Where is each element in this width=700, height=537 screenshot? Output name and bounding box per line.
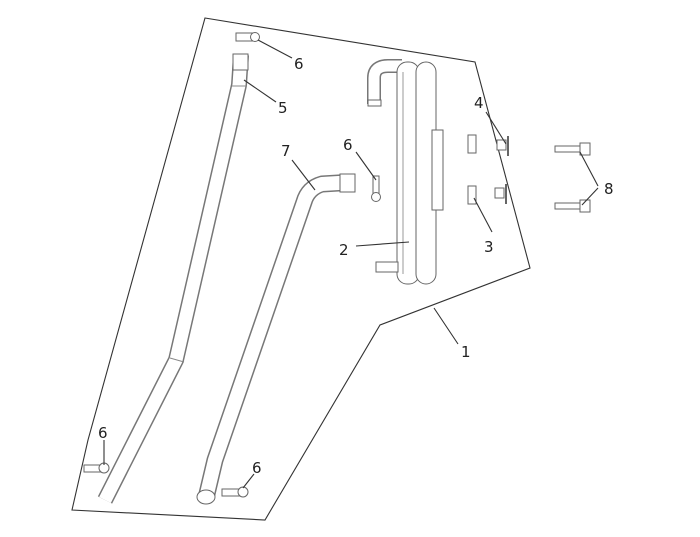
callout-4: 4: [474, 94, 484, 112]
callout-8: 8: [604, 180, 614, 198]
clamps-3-4: [467, 134, 509, 205]
hose-7: [196, 173, 356, 505]
callout-2: 2: [339, 241, 349, 259]
callout-6: 6: [252, 459, 262, 477]
callout-7: 7: [281, 142, 291, 160]
panel-outline: [71, 17, 531, 521]
callout-5: 5: [278, 99, 288, 117]
callout-3: 3: [484, 238, 494, 256]
cooler-2: [367, 59, 444, 285]
callout-6: 6: [343, 136, 353, 154]
leader-lines: [103, 39, 599, 489]
bolts-8: [554, 142, 591, 213]
hose-5: [97, 53, 249, 504]
callout-6: 6: [98, 424, 108, 442]
callout-1: 1: [461, 343, 471, 361]
callout-6: 6: [294, 55, 304, 73]
